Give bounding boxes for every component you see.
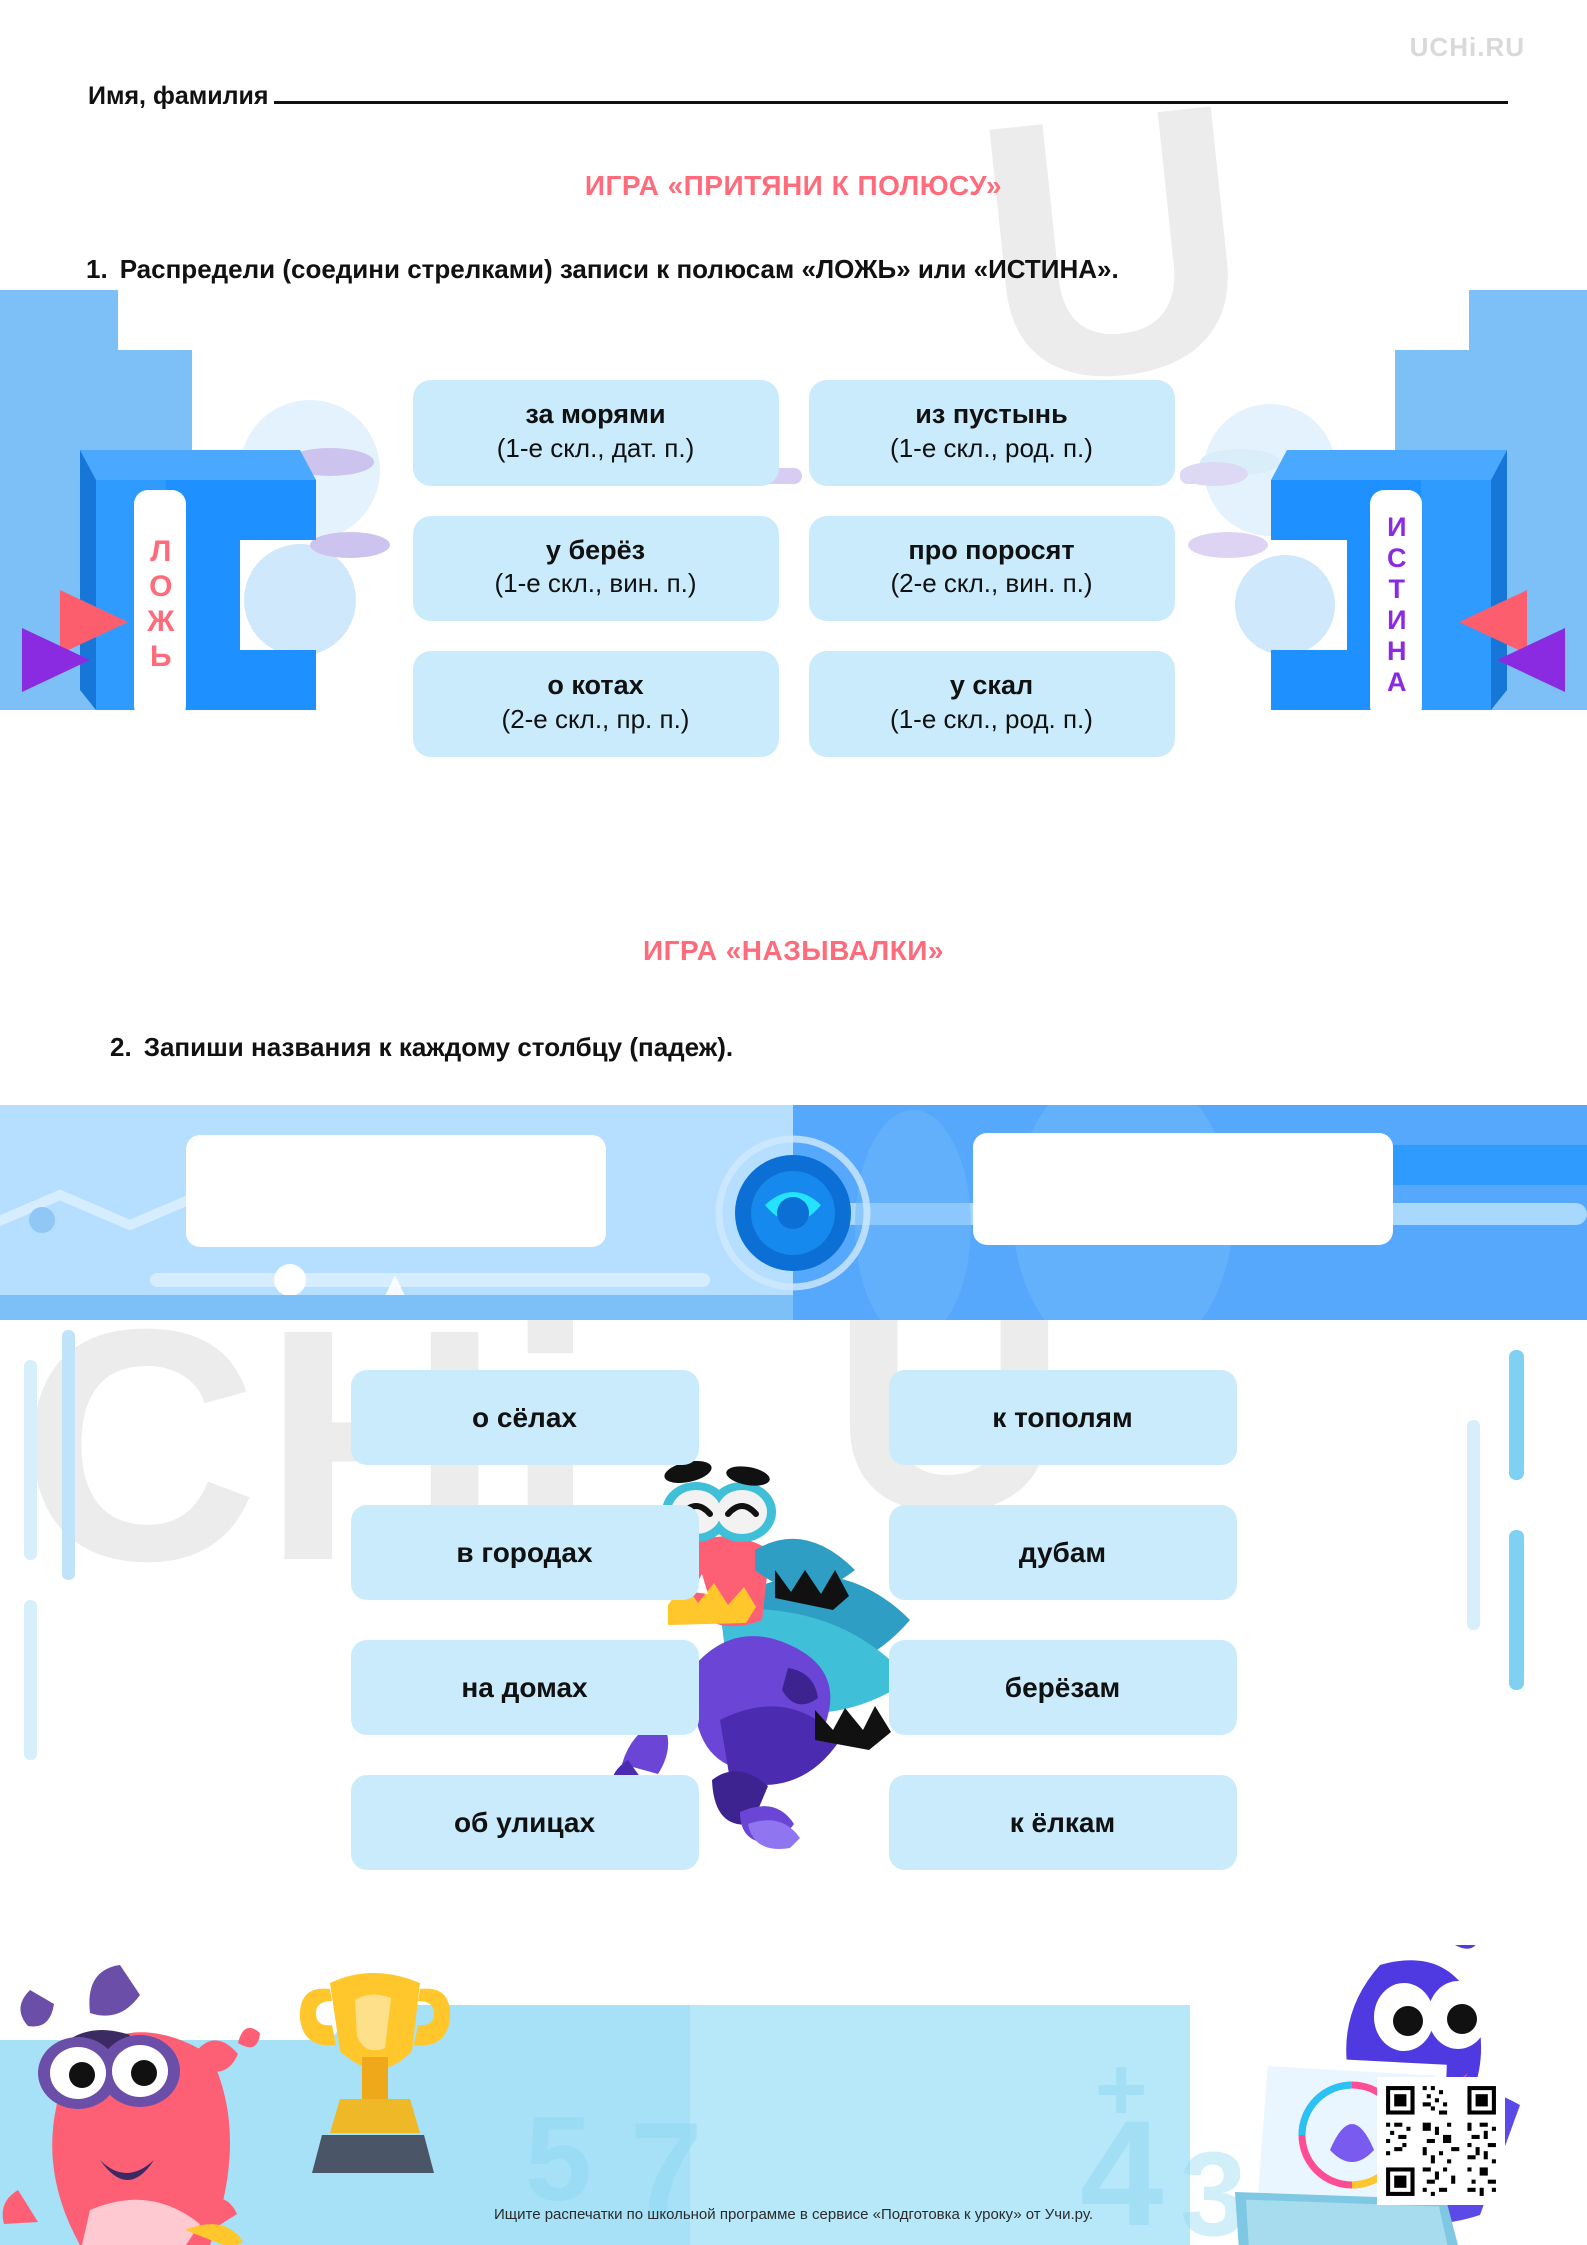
deco-dash-6 (1180, 462, 1248, 486)
word-card[interactable]: об улицах (350, 1775, 699, 1870)
arrow-purple-left (22, 628, 90, 692)
pole-label-false: ЛОЖЬ (134, 490, 186, 720)
word-card[interactable]: к тополям (888, 1370, 1237, 1465)
svg-text:7: 7 (630, 2095, 702, 2241)
word-card[interactable]: за морями (1-е скл., дат. п.) (412, 380, 779, 486)
arrow-purple-right (1497, 628, 1565, 692)
game2-card-columns: о сёлах в городах на домах об улицах к т… (0, 1370, 1587, 1870)
answer-field-2[interactable] (973, 1133, 1393, 1245)
deco-bars-left (24, 1330, 75, 1760)
qr-code[interactable] (1377, 2077, 1505, 2205)
game1-title: ИГРА «ПРИТЯНИ К ПОЛЮСУ» (584, 170, 1003, 201)
pole-label-false-text: ЛОЖЬ (144, 535, 178, 675)
target-eye-icon (715, 1135, 871, 1291)
card-row: у берёз (1-е скл., вин. п.) про поросят … (0, 515, 1587, 622)
magnet-scene: ЛОЖЬ ИСТИНА (0, 290, 1587, 890)
task1-text: Распредели (соедини стрелками) записи к … (119, 254, 1119, 284)
word-card[interactable]: о котах (2-е скл., пр. п.) (412, 651, 779, 757)
card-row: о котах (2-е скл., пр. п.) у скал (1-е с… (0, 651, 1587, 757)
word-card-sub: (1-е скл., род. п.) (890, 432, 1093, 463)
student-name-label: Имя, фамилия (88, 82, 269, 110)
game2-title: ИГРА «НАЗЫВАЛКИ» (642, 935, 944, 966)
card-column-right: к тополям дубам берёзам к ёлкам (888, 1370, 1237, 1870)
word-card-sub: (2-е скл., пр. п.) (501, 703, 690, 734)
pole-label-true: ИСТИНА (1370, 490, 1422, 720)
deco-bars-right (1467, 1350, 1524, 1690)
word-card[interactable]: у берёз (1-е скл., вин. п.) (412, 515, 779, 622)
uchi-ru-logo: UCHi.RU (1409, 32, 1525, 62)
magnet-true-graphic (1271, 450, 1507, 710)
svg-text:4: 4 (1080, 2089, 1163, 2245)
deco-pill-4 (1188, 532, 1268, 558)
word-card-main: про поросят (908, 534, 1075, 565)
trophy-icon (299, 1973, 451, 2173)
arrow-red-right (1459, 590, 1527, 654)
answer-banner-left (0, 1105, 793, 1320)
word-card-sub: (1-е скл., вин. п.) (494, 568, 697, 599)
word-card-sub: (1-е скл., род. п.) (890, 703, 1093, 734)
word-card-main: о котах (547, 670, 644, 701)
word-card[interactable]: дубам (888, 1505, 1237, 1600)
word-card[interactable]: про поросят (2-е скл., вин. п.) (808, 515, 1175, 622)
student-name-row: Имя, фамилия (88, 82, 1508, 111)
answer-banner-right (793, 1105, 1587, 1320)
task2-number: 2. (110, 1032, 132, 1062)
word-card-main: у скал (949, 670, 1034, 701)
word-card[interactable]: у скал (1-е скл., род. п.) (808, 651, 1175, 757)
footer-note: Ищите распечатки по школьной программе в… (494, 2206, 1093, 2223)
pink-mascot (2, 1965, 260, 2245)
task1-number: 1. (86, 254, 108, 284)
word-card[interactable]: к ёлкам (888, 1775, 1237, 1870)
deco-pill-2 (310, 532, 390, 558)
word-card-sub: (2-е скл., вин. п.) (890, 568, 1093, 599)
word-card-sub: (1-е скл., дат. п.) (496, 432, 695, 463)
word-card[interactable]: в городах (350, 1505, 699, 1600)
card-column-left: о сёлах в городах на домах об улицах (350, 1370, 699, 1870)
answer-banner (0, 1105, 1587, 1320)
svg-text:5: 5 (525, 2092, 592, 2226)
deco-blob-2 (244, 544, 356, 656)
footer-illustration: 5 7 + 4 3 = (0, 1945, 1520, 2245)
student-name-input-line[interactable] (274, 82, 1508, 104)
svg-text:+: + (1095, 2040, 1148, 2140)
svg-text:3: 3 (1180, 2127, 1247, 2245)
arrow-red-left (60, 590, 128, 654)
word-card[interactable]: на домах (350, 1640, 699, 1735)
deco-blob-4 (1235, 555, 1335, 655)
word-card[interactable]: из пустынь (1-е скл., род. п.) (808, 380, 1175, 486)
word-card[interactable]: берёзам (888, 1640, 1237, 1735)
card-row: за морями (1-е скл., дат. п.) из пустынь… (0, 380, 1587, 486)
task1: 1. Распредели (соедини стрелками) записи… (86, 252, 1386, 287)
task2: 2. Запиши названия к каждому столбцу (па… (110, 1030, 1410, 1065)
word-card-main: из пустынь (915, 399, 1068, 429)
game1-card-grid: за морями (1-е скл., дат. п.) из пустынь… (0, 380, 1587, 787)
word-card-main: у берёз (545, 534, 646, 565)
word-card-main: за морями (525, 399, 666, 429)
task2-text: Запиши названия к каждому столбцу (падеж… (143, 1032, 734, 1062)
answer-field-1[interactable] (186, 1135, 606, 1247)
word-card[interactable]: о сёлах (350, 1370, 699, 1465)
pole-label-true-text: ИСТИНА (1381, 512, 1412, 698)
